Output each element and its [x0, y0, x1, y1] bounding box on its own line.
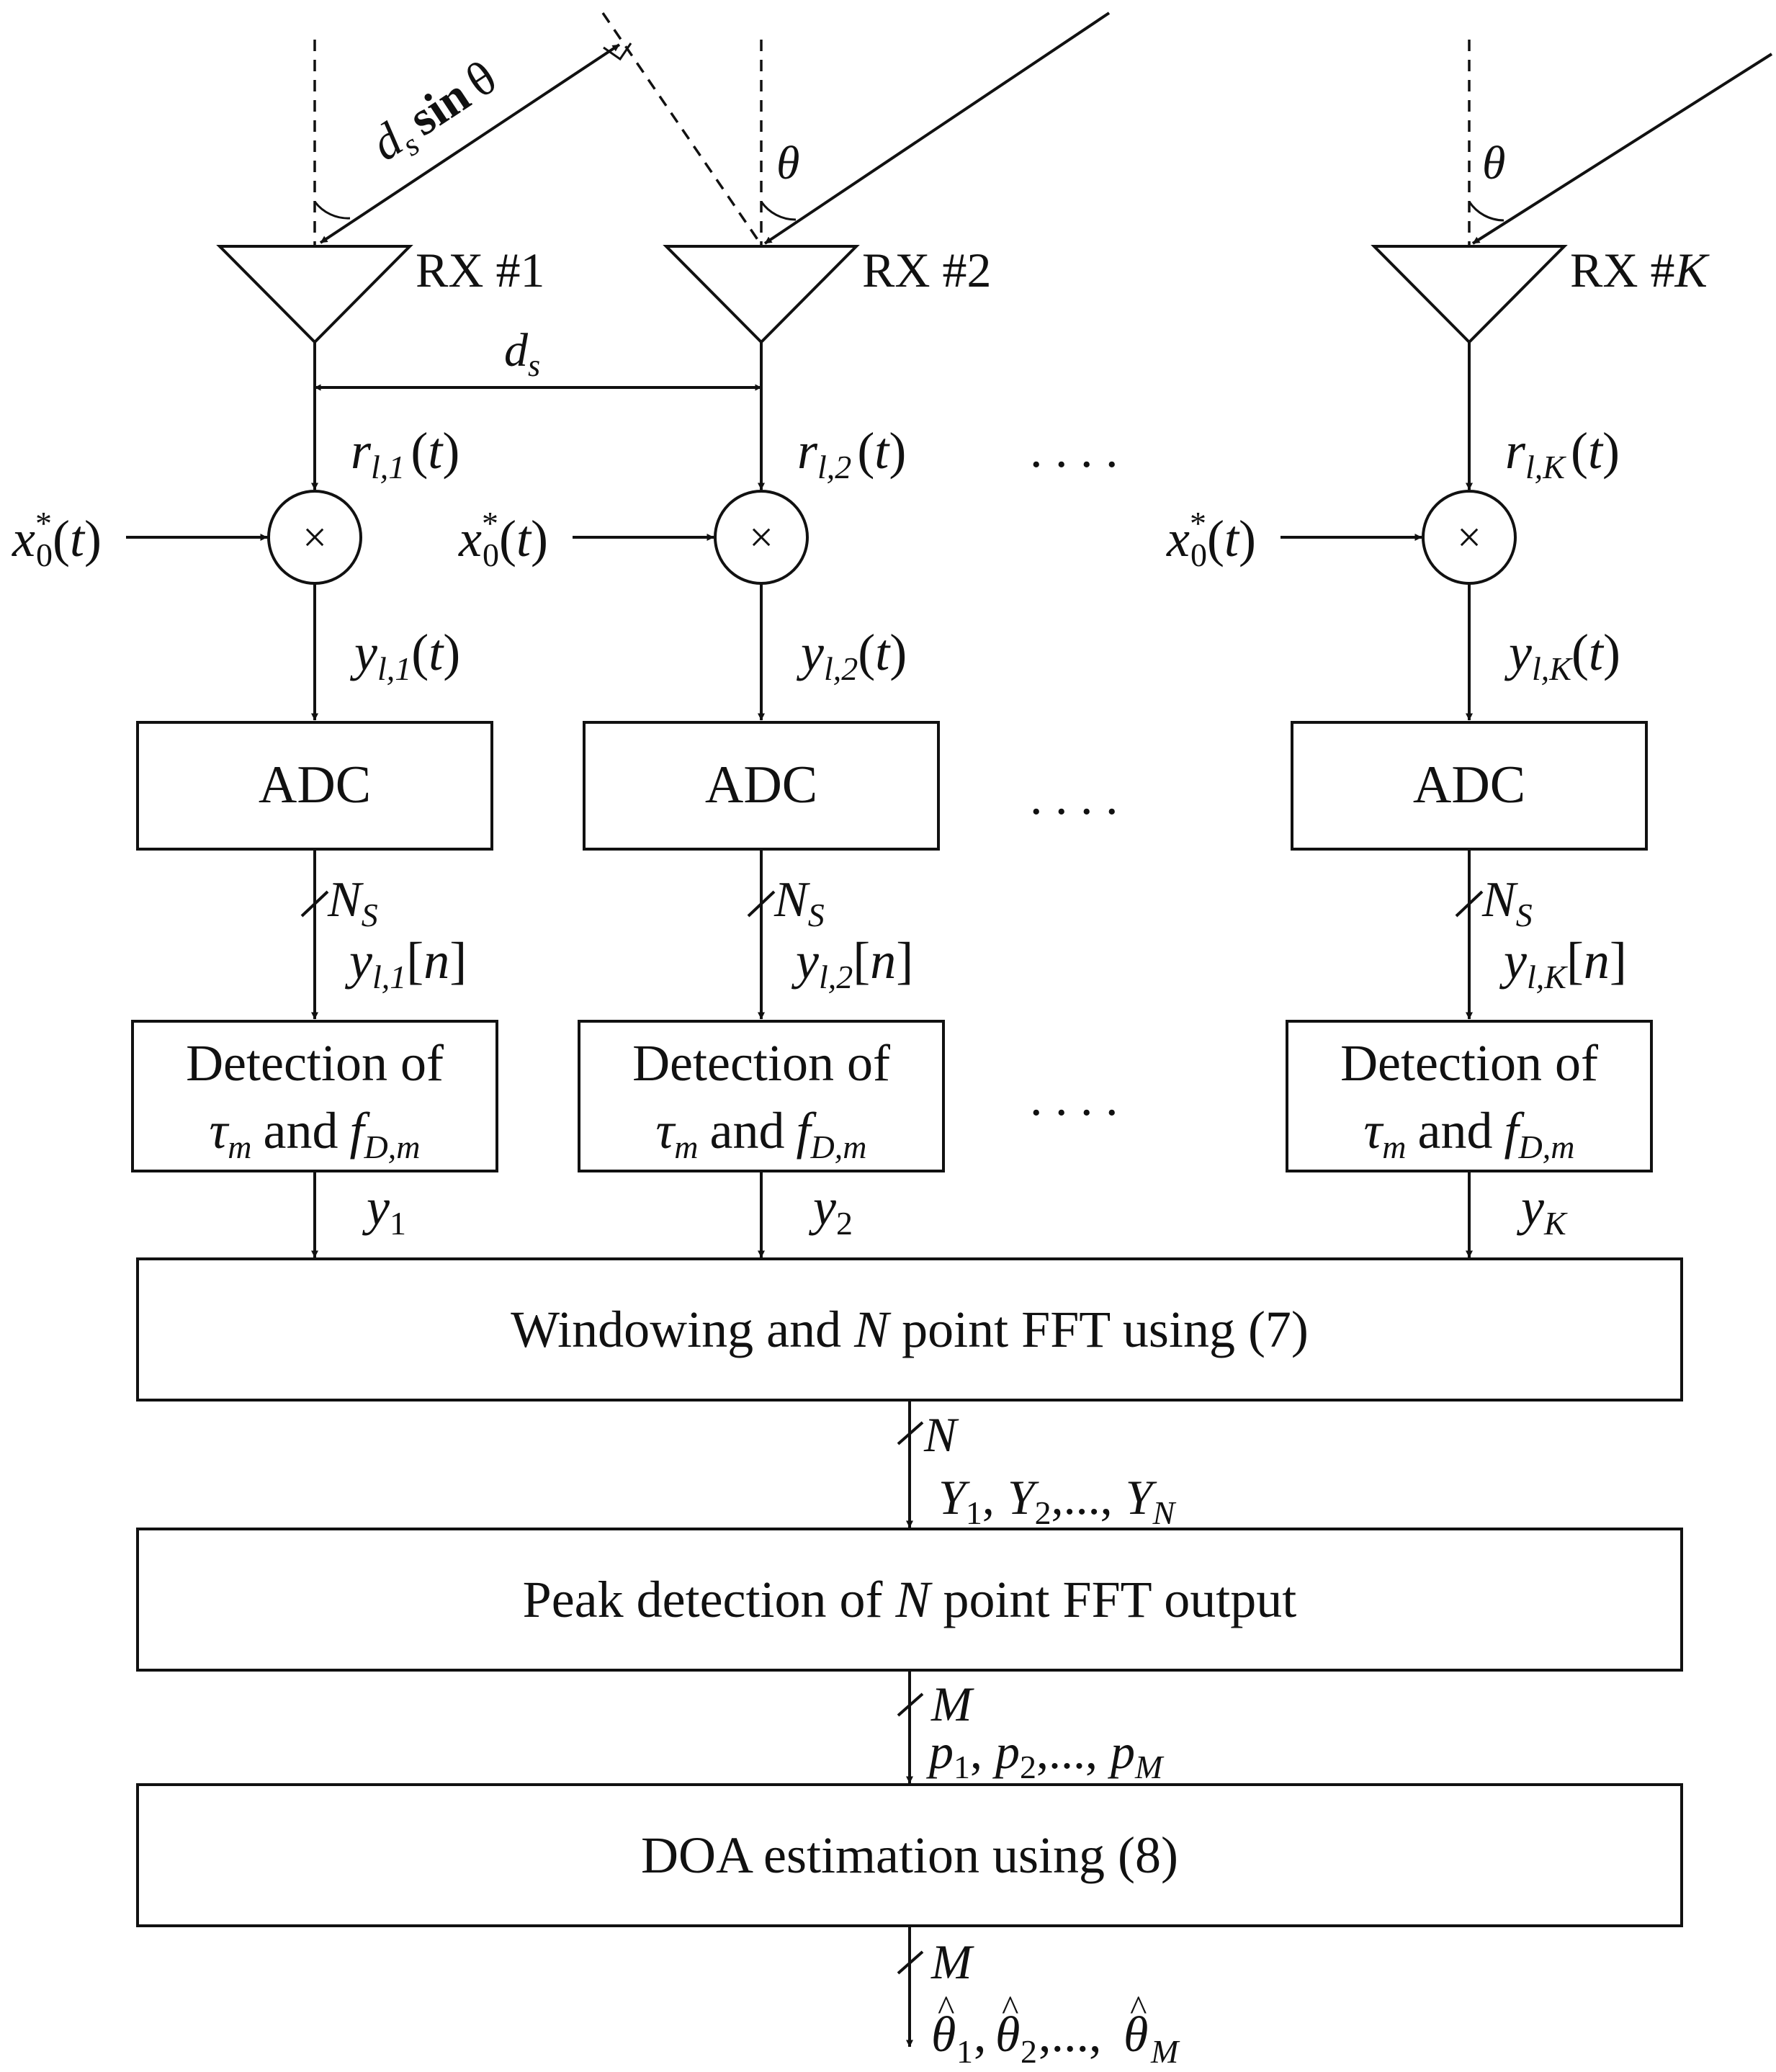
angle-arc-rxk	[1468, 201, 1504, 222]
reference-signal-label: x*0(t)	[12, 505, 102, 573]
detection-label-line1: Detection of	[632, 1034, 890, 1092]
mixer-symbol: ×	[302, 513, 327, 561]
theta-hat-2-sub: 2	[1021, 2033, 1037, 2070]
theta-label-rx2: θ	[776, 137, 799, 189]
theta-hat-1: θ	[931, 2007, 956, 2063]
detection-output-label: y1	[362, 1178, 406, 1242]
theta-hat-m-sub: M	[1150, 2033, 1180, 2070]
doa-output-width-label: M	[930, 1934, 974, 1989]
theta-label-rxk: θ	[1482, 137, 1505, 189]
adc-label: ADC	[259, 755, 371, 815]
antenna-icon	[1371, 245, 1568, 344]
peak-output-signals-label: p1,p2,...,pM	[926, 1724, 1165, 1785]
theta-hat-1-sub: 1	[956, 2033, 973, 2070]
detection-block	[1286, 1020, 1653, 1172]
mixer-output-label: yl,K(t)	[1504, 624, 1620, 687]
angle-arc-rx2	[760, 201, 797, 221]
path-difference-label: dssinθ	[361, 50, 509, 176]
doa-estimation-label: DOA estimation using (8)	[641, 1826, 1178, 1884]
sample-count-label: NS	[327, 872, 378, 933]
theta-hat-sep: ,	[974, 2007, 987, 2063]
theta-hat-1-accent: ^	[938, 1988, 954, 2028]
ellipsis-detection-row: . . . .	[1030, 1071, 1118, 1126]
sampled-signal-label: yl,K[n]	[1499, 932, 1627, 995]
sample-count-label: NS	[1481, 872, 1533, 933]
incoming-ray-rxk	[1471, 53, 1773, 245]
antenna-icon	[216, 245, 413, 344]
theta-hat-dots: ,...,	[1039, 2007, 1102, 2063]
fft-output-bus: N Y1,Y2,...,YN	[897, 1400, 1176, 1531]
detection-block	[578, 1020, 945, 1172]
doa-output-signals-label: θ ^ 1 , θ ^ 2 ,..., θ ^ M	[931, 1988, 1180, 2070]
sampled-signal-label: yl,2[n]	[791, 932, 913, 995]
sampled-signal-label: yl,1[n]	[344, 932, 467, 995]
rx-label: RX #K	[1570, 243, 1710, 297]
antenna-spacing-label: ds	[504, 324, 540, 383]
wavefront-dashed-line	[601, 12, 763, 246]
angle-arc-rx1	[313, 201, 351, 220]
received-signal-label: rl,2(t)	[797, 422, 906, 485]
peak-detection-label: Peak detection of N point FFT output	[523, 1571, 1297, 1628]
fft-block-label: Windowing and N point FFT using (7)	[511, 1301, 1309, 1358]
theta-hat-m: θ	[1124, 2007, 1148, 2063]
detection-label-line1: Detection of	[186, 1034, 444, 1092]
fft-output-width-label: N	[923, 1407, 959, 1462]
received-signal-label: rl,K(t)	[1505, 422, 1620, 485]
mixer-output-label: yl,2(t)	[796, 624, 907, 687]
path-difference-arrow	[319, 43, 621, 244]
rx-label: RX #2	[862, 243, 991, 297]
peak-output-width-label: M	[930, 1677, 974, 1731]
adc-block	[136, 721, 493, 851]
peak-output-bus: M p1,p2,...,pM	[897, 1670, 1165, 1785]
adc-label: ADC	[705, 755, 817, 815]
reference-signal-label: x*0(t)	[1166, 505, 1256, 573]
detection-output-label: y2	[808, 1178, 853, 1242]
peak-detection-block: Peak detection of N point FFT output	[136, 1528, 1683, 1672]
antenna-icon	[663, 245, 860, 344]
adc-label: ADC	[1413, 755, 1525, 815]
theta-hat-m-accent: ^	[1130, 1988, 1147, 2028]
adc-block	[1291, 721, 1648, 851]
detection-output-label: yK	[1516, 1178, 1568, 1242]
reference-signal-label: x*0(t)	[458, 505, 548, 573]
mixer-symbol: ×	[749, 513, 773, 561]
fft-block: Windowing and N point FFT using (7)	[136, 1257, 1683, 1401]
incoming-geometry: dssinθ θ θ ds	[313, 12, 1773, 391]
mixer-symbol: ×	[1457, 513, 1481, 561]
adc-block	[583, 721, 940, 851]
ellipsis-adc-row: . . . .	[1030, 770, 1118, 825]
rx-label: RX #1	[416, 243, 544, 297]
detection-label-line1: Detection of	[1340, 1034, 1598, 1092]
doa-output-bus: M θ ^ 1 , θ ^ 2 ,..., θ ^ M	[897, 1926, 1180, 2070]
theta-hat-2: θ	[995, 2007, 1020, 2063]
doa-estimation-block: DOA estimation using (8)	[136, 1783, 1683, 1927]
mixer-output-label: yl,1(t)	[349, 624, 460, 687]
theta-hat-2-accent: ^	[1002, 1988, 1018, 2028]
received-signal-label: rl,1(t)	[351, 422, 459, 485]
fft-output-signals-label: Y1,Y2,...,YN	[938, 1470, 1176, 1531]
sample-count-label: NS	[773, 872, 825, 933]
ellipsis-mixer-row: . . . .	[1030, 423, 1118, 478]
receiver-chains: RX #1rl,1(t)×x*0(t)yl,1(t)ADCNSyl,1[n]De…	[12, 243, 1710, 1258]
incoming-ray-rx2	[763, 12, 1111, 245]
